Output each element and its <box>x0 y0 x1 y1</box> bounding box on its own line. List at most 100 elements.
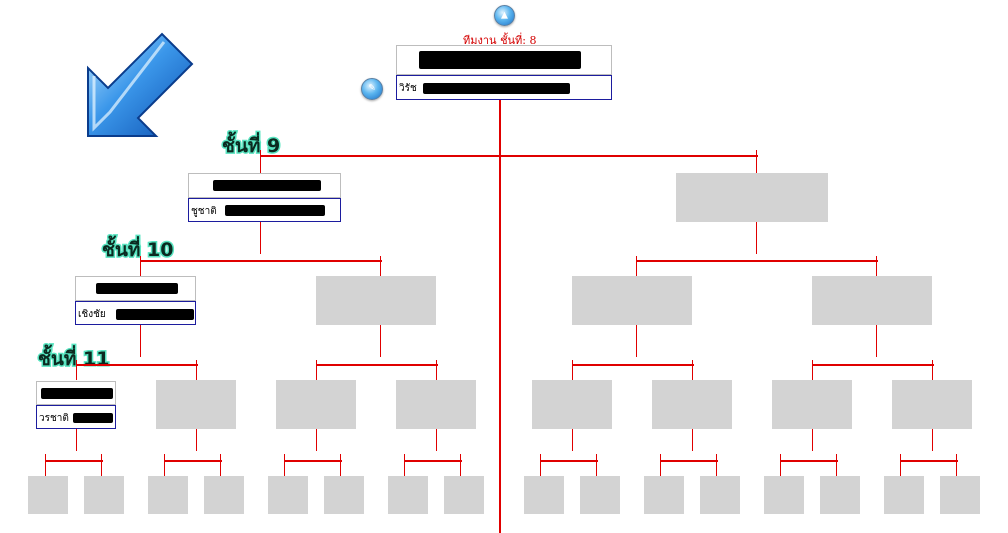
member-card-level-11[interactable]: วรชาติ <box>36 381 116 429</box>
member-id-box <box>188 173 341 198</box>
empty-slot[interactable] <box>324 476 364 514</box>
connector-tick <box>101 454 102 476</box>
level-12-connector <box>45 460 103 462</box>
member-card-level-9[interactable]: ชูชาติ <box>188 173 341 222</box>
connector-tick <box>260 222 261 254</box>
level-9-connector <box>260 155 758 157</box>
connector-tick <box>140 325 141 357</box>
member-name-prefix: ชูชาติ <box>191 206 217 217</box>
empty-slot[interactable] <box>940 476 980 514</box>
connector-tick <box>812 429 813 451</box>
connector-tick <box>572 360 573 380</box>
empty-slot[interactable] <box>396 380 476 429</box>
connector-tick <box>692 429 693 451</box>
connector-tick <box>692 360 693 380</box>
redacted-id <box>41 388 113 399</box>
level-12-connector <box>660 460 718 462</box>
redacted-id <box>213 180 321 191</box>
empty-slot[interactable] <box>388 476 428 514</box>
empty-slot[interactable] <box>156 380 236 429</box>
down-left-arrow-icon <box>87 32 194 137</box>
redacted-id <box>96 283 178 294</box>
connector-tick <box>876 256 877 276</box>
empty-slot[interactable] <box>28 476 68 514</box>
connector-tick <box>756 150 757 174</box>
connector-tick <box>196 429 197 451</box>
team-level-label: ทีมงาน ชั้นที่: 8 <box>463 34 537 47</box>
level-12-connector <box>900 460 958 462</box>
empty-slot[interactable] <box>532 380 612 429</box>
empty-slot[interactable] <box>268 476 308 514</box>
member-id-box <box>75 276 196 301</box>
level-label-10: ชั้นที่ 10 <box>100 238 174 263</box>
level-11-connector <box>812 364 934 366</box>
redacted-name <box>116 309 194 320</box>
connector-tick <box>716 454 717 476</box>
redacted-name <box>225 205 325 216</box>
empty-slot[interactable] <box>892 380 972 429</box>
empty-slot[interactable] <box>572 276 692 325</box>
empty-slot[interactable] <box>84 476 124 514</box>
connector-tick <box>636 256 637 276</box>
empty-slot[interactable] <box>316 276 436 325</box>
connector-tick <box>340 454 341 476</box>
connector-tick <box>220 454 221 476</box>
member-name-prefix: วิรัช <box>399 83 417 94</box>
connector-tick <box>76 360 77 380</box>
member-name-box: วิรัช <box>396 75 612 100</box>
connector-tick <box>756 222 757 254</box>
empty-slot[interactable] <box>652 380 732 429</box>
connector-tick <box>436 360 437 380</box>
empty-slot[interactable] <box>148 476 188 514</box>
connector-tick <box>932 360 933 380</box>
empty-slot[interactable] <box>524 476 564 514</box>
level-label-11: ชั้นที่ 11 <box>36 347 110 372</box>
level-12-connector <box>284 460 342 462</box>
empty-slot[interactable] <box>772 380 852 429</box>
empty-slot[interactable] <box>812 276 932 325</box>
empty-slot[interactable] <box>444 476 484 514</box>
up-arrow-icon[interactable]: ▲ <box>494 5 515 26</box>
empty-slot[interactable] <box>644 476 684 514</box>
connector-tick <box>836 454 837 476</box>
level-12-connector <box>780 460 838 462</box>
connector-tick <box>572 429 573 451</box>
connector-tick <box>932 429 933 451</box>
connector-tick <box>876 325 877 357</box>
connector-tick <box>780 454 781 476</box>
member-name-prefix: วรชาติ <box>39 413 69 424</box>
empty-slot[interactable] <box>580 476 620 514</box>
empty-slot[interactable] <box>676 173 828 222</box>
connector-tick <box>596 454 597 476</box>
empty-slot[interactable] <box>276 380 356 429</box>
empty-slot[interactable] <box>884 476 924 514</box>
connector-tick <box>284 454 285 476</box>
redacted-name <box>73 413 113 423</box>
member-name-prefix: เชิงชัย <box>78 309 106 320</box>
member-card-level-8[interactable]: วิรัช <box>396 45 612 100</box>
connector-tick <box>436 429 437 451</box>
empty-slot[interactable] <box>204 476 244 514</box>
connector-tick <box>636 325 637 357</box>
connector-tick <box>660 454 661 476</box>
edit-icon[interactable]: ✎ <box>361 78 383 100</box>
level-12-connector <box>404 460 462 462</box>
empty-slot[interactable] <box>764 476 804 514</box>
level-10-connector-left <box>140 260 382 262</box>
level-11-connector <box>572 364 694 366</box>
member-id-box <box>396 45 612 75</box>
empty-slot[interactable] <box>700 476 740 514</box>
level-11-connector <box>316 364 438 366</box>
level-12-connector <box>164 460 222 462</box>
connector-tick <box>45 454 46 476</box>
level-12-connector <box>540 460 598 462</box>
connector-tick <box>140 256 141 276</box>
redacted-name <box>423 83 570 94</box>
empty-slot[interactable] <box>820 476 860 514</box>
redacted-id <box>419 51 581 69</box>
connector-tick <box>900 454 901 476</box>
member-card-level-10[interactable]: เชิงชัย <box>75 276 196 325</box>
connector-tick <box>956 454 957 476</box>
connector-tick <box>460 454 461 476</box>
level-11-connector <box>76 364 198 366</box>
